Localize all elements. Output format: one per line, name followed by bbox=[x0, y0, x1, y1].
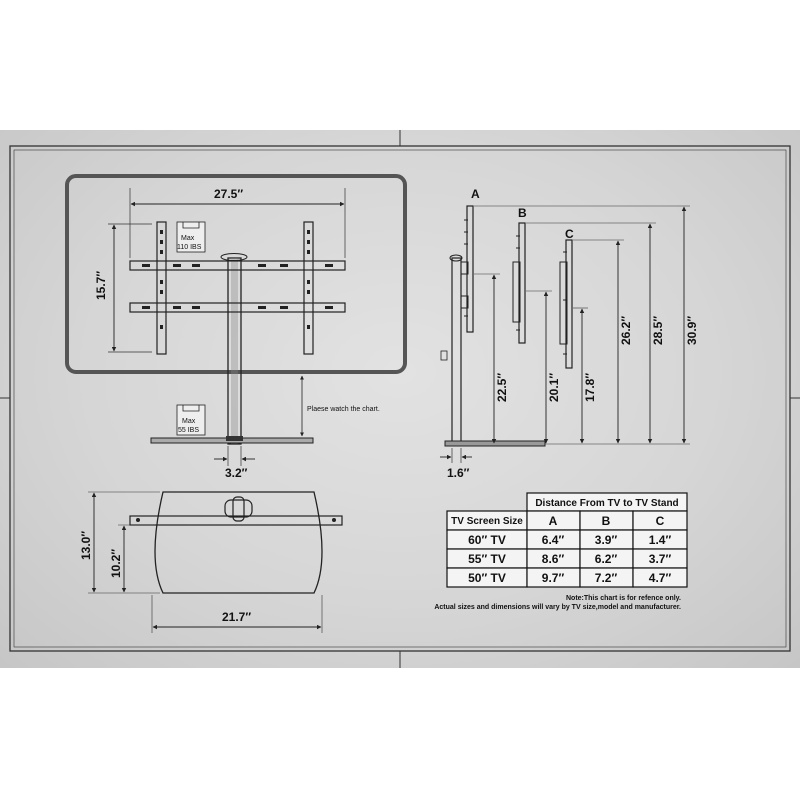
table-cell: 8.6″ bbox=[542, 552, 565, 566]
table-row-size: 60″ TV bbox=[468, 533, 506, 547]
row-header: TV Screen Size bbox=[451, 516, 523, 527]
low-c: 17.8″ bbox=[583, 373, 597, 402]
table-cell: 1.4″ bbox=[649, 533, 672, 547]
table-note-1: Note:This chart is for refence only. bbox=[566, 595, 681, 602]
base-plate-outline bbox=[154, 491, 323, 594]
height-c: 26.2″ bbox=[619, 316, 633, 345]
label-b: B bbox=[518, 206, 527, 220]
front-view: Max 110 IBS Max 55 IBS 27.5″ 15.7″ bbox=[65, 174, 407, 480]
table-caption: Distance From TV to TV Stand bbox=[535, 498, 678, 509]
pole-width-dimension: 3.2″ bbox=[225, 466, 248, 480]
panel-c bbox=[559, 239, 573, 369]
table-cell: 6.2″ bbox=[595, 552, 618, 566]
bracket-arm-left bbox=[156, 221, 167, 355]
panel-a bbox=[460, 205, 474, 333]
panel-b bbox=[512, 222, 526, 344]
table-cell: 3.9″ bbox=[595, 533, 618, 547]
depth-outer: 13.0″ bbox=[79, 531, 93, 560]
label-a: A bbox=[471, 187, 480, 201]
table-cell: 9.7″ bbox=[542, 571, 565, 585]
height-b: 28.5″ bbox=[651, 316, 665, 345]
bracket-bar-top bbox=[129, 260, 346, 271]
bracket-arm-right bbox=[303, 221, 314, 355]
low-a: 22.5″ bbox=[495, 373, 509, 402]
top-view: 13.0″ 10.2″ 21.7″ bbox=[79, 491, 343, 633]
watch-chart-note: Plaese watch the chart. bbox=[307, 406, 380, 413]
low-b: 20.1″ bbox=[547, 373, 561, 402]
side-base bbox=[444, 440, 546, 447]
column-header-a: A bbox=[549, 514, 558, 528]
max-bottom-label-2: 55 IBS bbox=[178, 427, 199, 434]
height-dimension: 15.7″ bbox=[94, 271, 108, 300]
height-a: 30.9″ bbox=[685, 316, 699, 345]
max-bottom-label-1: Max bbox=[182, 418, 196, 425]
max-weight-bottom-badge: Max 55 IBS bbox=[176, 404, 206, 436]
depth-inner: 10.2″ bbox=[109, 549, 123, 578]
table-row-size: 55″ TV bbox=[468, 552, 506, 566]
table-cell: 6.4″ bbox=[542, 533, 565, 547]
stand-pole bbox=[227, 257, 242, 445]
table-cell: 4.7″ bbox=[649, 571, 672, 585]
width-dimension: 27.5″ bbox=[214, 187, 243, 201]
column-header-b: B bbox=[602, 514, 611, 528]
column-header-c: C bbox=[656, 514, 665, 528]
top-bracket-bar bbox=[129, 515, 343, 526]
tv-outline bbox=[65, 174, 407, 374]
distance-table: Distance From TV to TV Stand TV Screen S… bbox=[434, 492, 688, 611]
base-dimension: 1.6″ bbox=[447, 466, 470, 480]
max-top-label-1: Max bbox=[181, 235, 195, 242]
table-note-2: Actual sizes and dimensions will vary by… bbox=[434, 604, 681, 611]
table-row-size: 50″ TV bbox=[468, 571, 506, 585]
sheet-frame bbox=[0, 130, 800, 668]
bracket-bar-bottom bbox=[129, 302, 346, 313]
plate-width: 21.7″ bbox=[222, 610, 251, 624]
max-top-label-2: 110 IBS bbox=[177, 244, 202, 251]
table-cell: 3.7″ bbox=[649, 552, 672, 566]
max-weight-top-badge: Max 110 IBS bbox=[176, 221, 206, 253]
table-cell: 7.2″ bbox=[595, 571, 618, 585]
side-view: A B C 30.9″ 28.5″ 26.2″ 22.5″ bbox=[440, 187, 699, 480]
label-c: C bbox=[565, 227, 574, 241]
side-pole bbox=[451, 257, 462, 443]
